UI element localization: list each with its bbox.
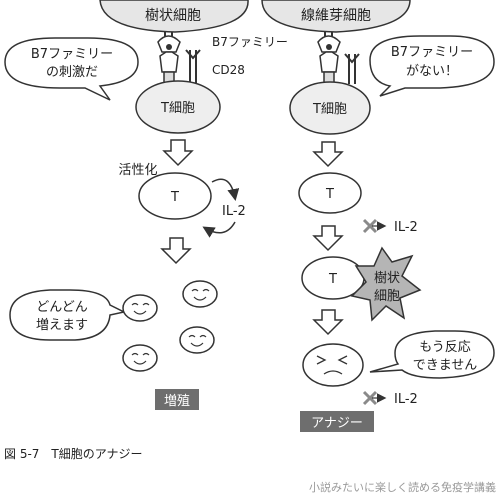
speech-line-1: B7ファミリー: [31, 47, 113, 62]
il2-blocked-x-1: [362, 218, 387, 234]
smiling-cell-2: [182, 280, 218, 308]
fibroblast-top: [261, 0, 411, 33]
down-arrow-2-right: [312, 225, 344, 252]
proliferation-badge: [155, 389, 199, 410]
down-arrow-2-left: [160, 237, 192, 265]
speech-bubble-proliferate: どんどん 増えます: [9, 289, 127, 341]
speech-bubble-no-b7: B7ファミリー がない！: [369, 35, 495, 97]
fibroblast-label: 線維芽細胞: [301, 8, 371, 24]
mhc-molecule-right: [317, 32, 341, 53]
t-cell-top-label: T細胞: [160, 101, 195, 116]
anergy-badge-label: アナジー: [311, 416, 363, 431]
svg-text:T細胞: T細胞: [312, 102, 347, 117]
tcr-receptor-right: [319, 51, 360, 85]
t-cell-activated: [138, 172, 212, 220]
dendritic-cell-label: 樹状細胞: [145, 8, 201, 24]
il2-blocked-label-2: IL-2: [394, 392, 418, 407]
b7-molecule-left: [157, 32, 181, 53]
down-arrow-1-right: [312, 141, 344, 168]
smiling-cell-1: [122, 294, 158, 322]
anergy-line-1: もう反応: [419, 340, 471, 355]
il2-loop-arrow-top: [211, 178, 240, 201]
svg-text:T: T: [170, 190, 179, 205]
no-b7-line-2: がない！: [406, 64, 458, 79]
anergy-line-2: できません: [413, 358, 478, 373]
speech-bubble-b7-stimulus: B7ファミリー の刺激だ: [4, 37, 139, 101]
il2-blocked-x-2: [362, 390, 387, 406]
anergy-badge: [300, 411, 374, 432]
svg-text:T: T: [328, 272, 337, 287]
speech-bubble-anergy: もう反応 できません: [369, 330, 495, 379]
dendritic-cell-small-line-2: 細胞: [374, 289, 400, 304]
t-cell-top-left: [135, 80, 221, 134]
activation-label: 活性化: [118, 163, 157, 178]
dendritic-cell-small-line-1: 樹状: [374, 271, 400, 286]
speech-line-2: の刺激だ: [46, 65, 98, 80]
b7-label-left: B7ファミリー: [212, 35, 288, 49]
il2-loop-arrow-bottom: [202, 221, 236, 238]
il2-blocked-label-1: IL-2: [394, 220, 418, 235]
dendritic-cell-top-left: [99, 0, 249, 33]
t-cell-top-right: [289, 81, 371, 135]
figure-caption: 図 5-7 T細胞のアナジー: [4, 447, 143, 461]
no-b7-line-1: B7ファミリー: [391, 45, 473, 60]
cd28-label: CD28: [212, 63, 245, 77]
proliferate-line-2: 増えます: [36, 318, 88, 333]
cd28-receptor-left: [159, 49, 201, 85]
t-cell-right-1: [298, 172, 362, 214]
smiling-cell-3: [179, 326, 215, 354]
down-arrow-1-left: [162, 139, 194, 167]
book-footer: 小説みたいに楽しく読める免疫学講義: [309, 480, 496, 494]
anergic-cell: [302, 343, 364, 387]
il2-label-left: IL-2: [222, 204, 246, 219]
proliferation-badge-label: 増殖: [164, 393, 190, 409]
smiling-cell-4: [122, 344, 158, 372]
proliferate-line-1: どんどん: [36, 300, 88, 315]
down-arrow-3-right: [312, 309, 344, 336]
svg-text:T: T: [325, 187, 334, 202]
dendritic-cell-star: [350, 246, 422, 322]
